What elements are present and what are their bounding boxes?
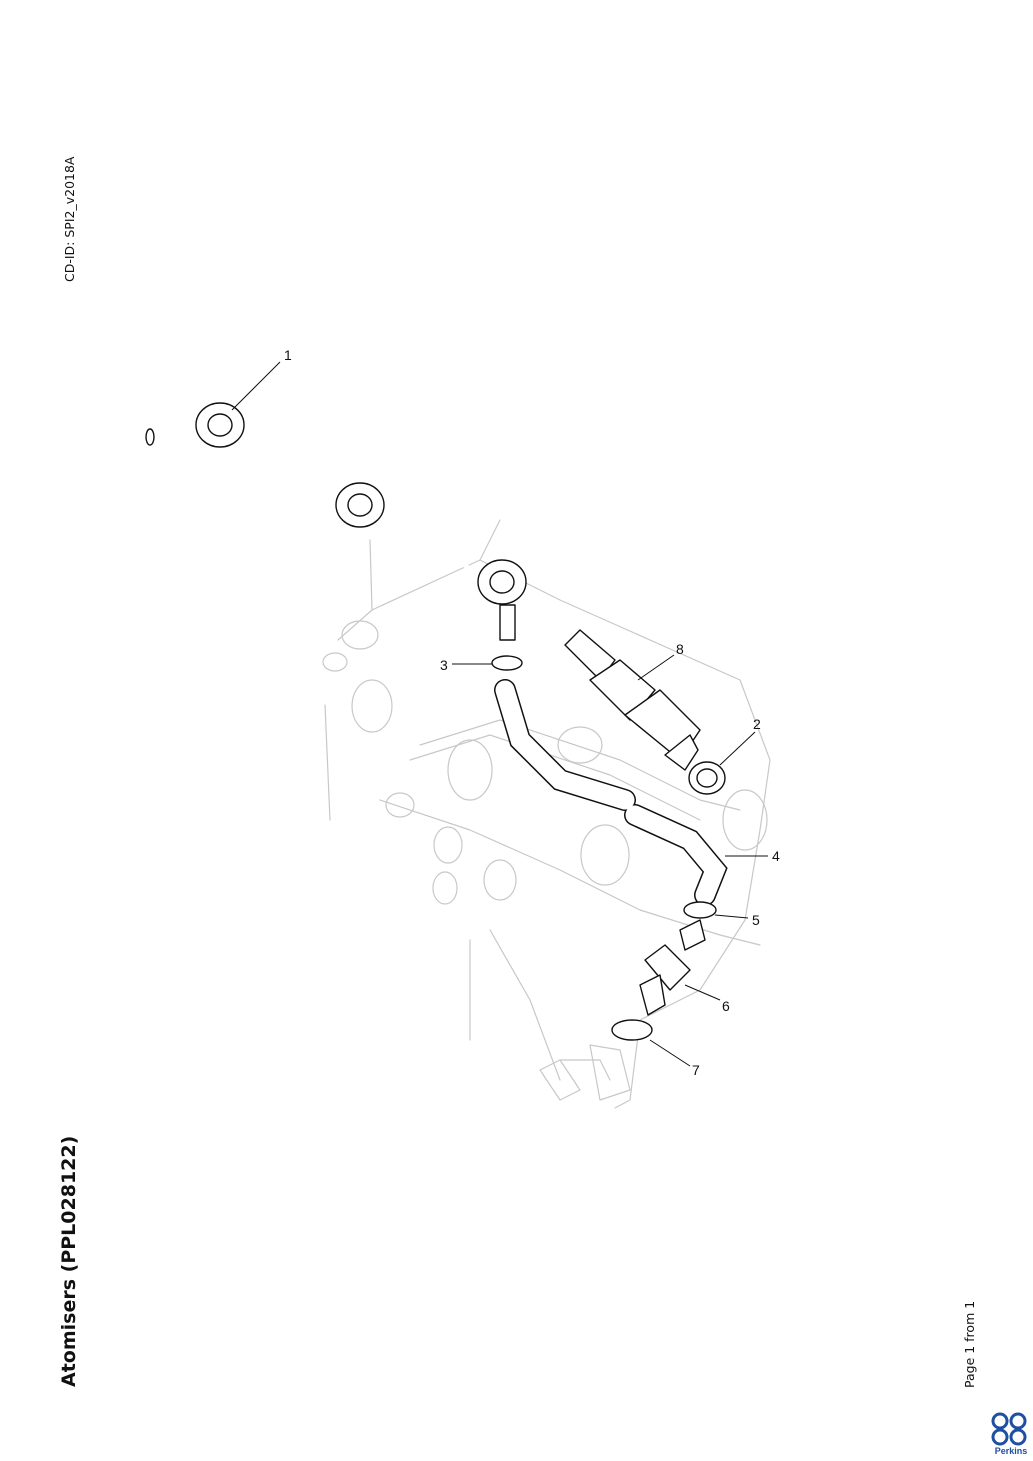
callout-2: 2 [753, 716, 761, 732]
adaptor-union [639, 944, 691, 1016]
callout-7: 7 [692, 1062, 700, 1078]
callout-leaders [231, 361, 768, 1067]
leak-off-pipe [145, 402, 572, 642]
lower-washer [611, 1019, 653, 1041]
sealing-washer-hole [696, 768, 718, 788]
callout-3: 3 [440, 657, 448, 673]
engine-head-outline [322, 519, 771, 1109]
callout-4: 4 [772, 848, 780, 864]
atomiser [564, 629, 701, 771]
callout-6: 6 [722, 998, 730, 1014]
perkins-logo [991, 1412, 1027, 1446]
callout-5: 5 [752, 912, 760, 928]
perkins-logo-wordmark: Perkins [994, 1446, 1028, 1456]
fuel-pipe [491, 604, 728, 951]
callout-8: 8 [676, 641, 684, 657]
callout-1: 1 [284, 347, 292, 363]
